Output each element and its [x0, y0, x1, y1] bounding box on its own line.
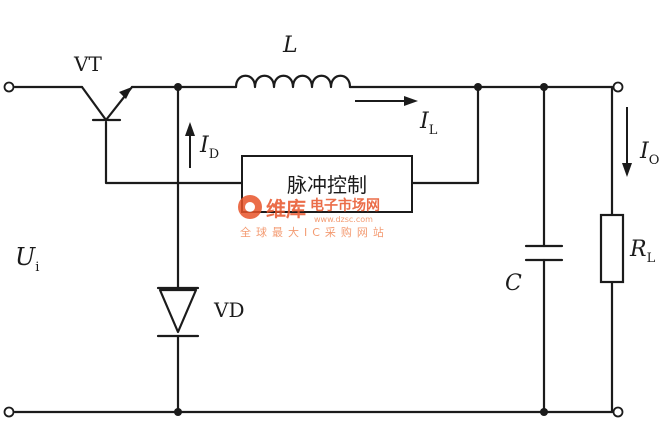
junction-dot — [174, 408, 182, 416]
watermark-logo-inner — [245, 202, 255, 212]
watermark-brand-suffix: 电子市场网 — [310, 197, 380, 214]
input-voltage-label: Ui — [15, 243, 39, 275]
input-terminal-bottom — [3, 406, 15, 418]
base-drive-wire — [104, 120, 244, 185]
watermark-tagline: 全球最大IC采购网站 — [240, 225, 389, 239]
inductor-coil — [234, 74, 352, 89]
junction-dot — [174, 83, 182, 91]
feedback-wire — [410, 85, 480, 185]
wires — [13, 85, 614, 414]
input-terminal-top — [3, 81, 15, 93]
load-resistor-body — [599, 213, 625, 284]
pulse-control-box — [241, 155, 413, 213]
transistor-collector — [80, 85, 108, 122]
diode-current-arrow — [185, 122, 195, 168]
watermark-brand: 维库 — [266, 197, 306, 221]
transistor-label: VT — [73, 52, 102, 76]
transistor-emitter-arrow — [119, 87, 132, 99]
capacitor-label: C — [505, 271, 522, 296]
load-resistor-label: RL — [629, 237, 656, 266]
output-current-label: IO — [639, 139, 659, 168]
junction-dot — [540, 83, 548, 91]
watermark: 维库 电子市场网 www.dzsc.com 全球最大IC采购网站 — [238, 195, 389, 239]
watermark-url: www.dzsc.com — [314, 215, 373, 224]
diode-current-label: ID — [199, 133, 219, 162]
junction-dot — [540, 408, 548, 416]
inductor-current-arrow — [355, 96, 418, 106]
inductor-label: L — [282, 33, 298, 58]
diode-label: VD — [213, 298, 244, 322]
diode-symbol — [156, 286, 200, 338]
output-terminal-top — [612, 81, 624, 93]
transistor-symbol — [80, 85, 134, 122]
inductor-current-label: IL — [419, 109, 438, 138]
diode-triangle — [158, 288, 198, 334]
pulse-control-label: 脉冲控制 — [287, 173, 367, 197]
output-terminal-bottom — [612, 406, 624, 418]
capacitor-symbol — [524, 244, 564, 262]
output-current-arrow — [622, 107, 632, 177]
junction-dot — [474, 83, 482, 91]
